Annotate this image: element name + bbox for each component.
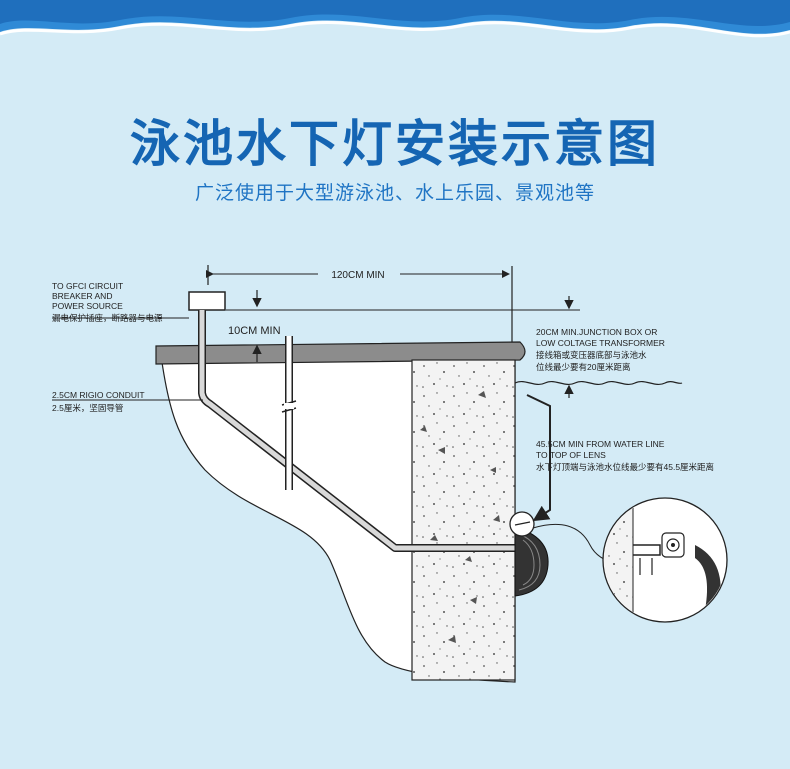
junction-label-line2: LOW COLTAGE TRANSFORMER (536, 338, 665, 348)
wave-header (0, 0, 790, 38)
lens-label-line1: 45.5CM MIN FROM WATER LINE (536, 439, 665, 449)
lens-label-line2: TO TOP OF LENS (536, 450, 606, 460)
junction-box (188, 291, 226, 311)
conduit-label-cn: 2.5厘米，坚固导管 (52, 403, 123, 413)
detail-callout (602, 497, 728, 623)
dim-10-label: 10CM MIN (228, 325, 281, 337)
gfci-label-line1: TO GFCI CIRCUIT (52, 281, 123, 291)
page-title: 泳池水下灯安装示意图 (130, 115, 660, 173)
wave-highlight (0, 21, 790, 38)
pool-light-fixture (509, 511, 549, 597)
concrete-aggregate (420, 391, 500, 643)
junction-label-line1: 20CM MIN.JUNCTION BOX OR (536, 327, 657, 337)
conduit-label-line1: 2.5CM RIGIO CONDUIT (52, 390, 145, 400)
lens-depth-arrow (526, 394, 551, 522)
wave-front (0, 0, 790, 27)
junction-label-cn1: 接线箱或变压器底部与泳池水 (536, 350, 647, 360)
conduit-inner (199, 310, 515, 551)
gfci-label-line3: POWER SOURCE (52, 301, 123, 311)
gfci-label-line2: BREAKER AND (52, 291, 112, 301)
gfci-label-cn: 漏电保护插座，断路器与电源 (52, 313, 163, 323)
page-subtitle: 广泛使用于大型游泳池、水上乐园、景观池等 (194, 182, 595, 204)
lens-label-cn: 水下灯顶端与泳池水位线最少要有45.5厘米距离 (536, 462, 714, 472)
dim-120-label: 120CM MIN (331, 270, 384, 281)
deck-slab (155, 341, 526, 365)
junction-label-cn2: 位线最少要有20厘米距离 (536, 362, 630, 372)
water-surface (514, 380, 683, 386)
